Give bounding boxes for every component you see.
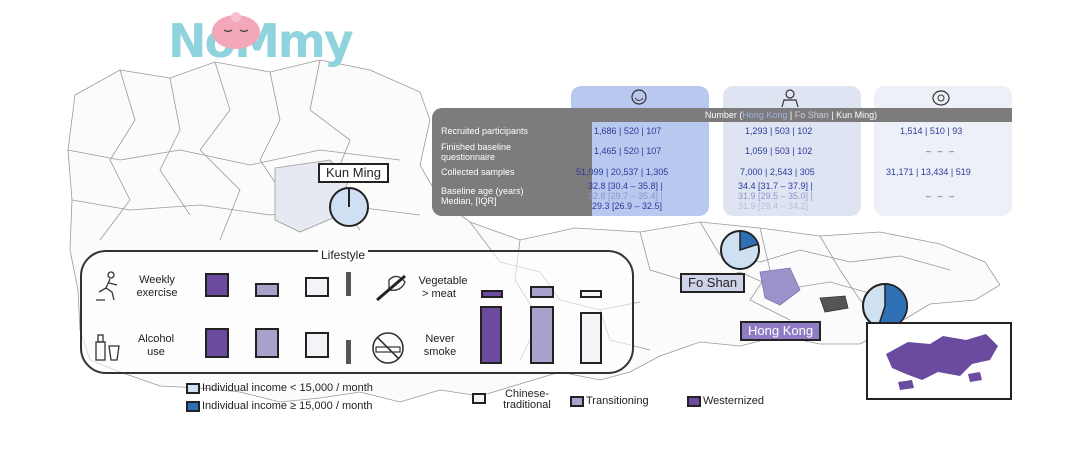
label-weekly: Weekly xyxy=(139,274,175,286)
header-km: Kun Ming xyxy=(836,110,875,120)
bar-vegetable-transitioning xyxy=(530,286,554,298)
row-label-recruited: Recruited participants xyxy=(441,126,529,136)
bar-never-westernized xyxy=(480,306,502,364)
swatch-income-high xyxy=(186,401,200,412)
swatch-transitioning xyxy=(570,396,584,407)
kun-ming-column xyxy=(874,86,1012,216)
fs-finished: 1,059 | 503 | 102 xyxy=(745,146,813,156)
foshan-income-pie xyxy=(720,230,760,270)
legend-traditional xyxy=(472,393,488,406)
bar-alcohol-transitioning xyxy=(255,328,279,358)
hk-age-1: 32.8 [30.4 – 35.8] | xyxy=(588,181,663,191)
vegetable-icon xyxy=(376,274,406,302)
city-label-hongkong: Hong Kong xyxy=(740,321,822,341)
legend-traditional-2: traditional xyxy=(503,399,551,411)
separator-bottom xyxy=(346,340,351,364)
label-never: Never xyxy=(425,333,455,345)
lifestyle-title: Lifestyle xyxy=(318,249,369,262)
fs-age-1: 34.4 [31.7 – 37.9] | xyxy=(738,181,813,191)
header-sep2: | xyxy=(828,110,837,120)
baby-face-icon xyxy=(212,12,260,49)
row-label-age-1: Baseline age (years) xyxy=(441,186,524,196)
swatch-income-low xyxy=(186,383,200,394)
hong-kong-inset-map xyxy=(866,322,1012,400)
swatch-westernized xyxy=(687,396,701,407)
label-vegetable: Vegetable xyxy=(418,275,468,287)
header-suffix: ) xyxy=(874,110,878,120)
baby-icon xyxy=(932,90,950,106)
hk-age-3: 29.3 [26.9 – 32.5] xyxy=(592,201,663,211)
no-smoking-icon xyxy=(372,332,404,364)
row-label-panel xyxy=(432,108,592,216)
fs-samples: 7,000 | 2,543 | 305 xyxy=(740,167,815,177)
legend-transitioning-text: Transitioning xyxy=(586,395,649,407)
bar-weekly-traditional xyxy=(305,277,329,297)
number-header: Number (Hong Kong | Fo Shan | Kun Ming) xyxy=(570,108,1012,122)
bar-alcohol-westernized xyxy=(205,328,229,358)
label-meat: > meat xyxy=(422,288,456,300)
bar-vegetable-westernized xyxy=(481,290,503,298)
hk-age-2: 32.8 [29.7 – 35.4] | xyxy=(588,191,663,201)
fo-shan-column xyxy=(723,86,861,216)
legend-income-high-text: Individual income ≥ 15,000 / month xyxy=(202,400,373,412)
km-age: – – – xyxy=(926,191,957,201)
separator-top xyxy=(346,272,351,296)
mother-icon xyxy=(631,89,647,105)
hong-kong-column xyxy=(571,86,709,216)
hk-finished: 1,465 | 520 | 107 xyxy=(594,146,662,156)
km-finished: – – – xyxy=(926,146,957,156)
label-exercise: exercise xyxy=(136,287,178,299)
km-samples: 31,171 | 13,434 | 519 xyxy=(886,167,971,177)
city-label-foshan: Fo Shan xyxy=(680,273,746,293)
nommy-logo: NoMmy xyxy=(168,8,378,70)
bar-never-transitioning xyxy=(530,306,554,364)
city-label-kunming: Kun Ming xyxy=(318,163,389,183)
bar-vegetable-traditional xyxy=(580,290,602,298)
exercise-icon xyxy=(96,271,118,301)
kunming-income-pie xyxy=(329,187,369,227)
bar-alcohol-traditional xyxy=(305,332,329,358)
bar-never-traditional xyxy=(580,312,602,364)
bar-weekly-westernized xyxy=(205,273,229,297)
legend-traditional-1: Chinese- xyxy=(504,388,550,400)
fs-age-2: 31.9 [29.5 – 35.0] | xyxy=(738,191,813,201)
legend-income-high: Individual income ≥ 15,000 / month xyxy=(186,400,373,412)
hk-samples: 51,099 | 20,537 | 1,305 xyxy=(576,167,669,177)
label-use: use xyxy=(147,346,165,358)
hongkong-income-pie xyxy=(862,283,908,329)
km-recruited: 1,514 | 510 | 93 xyxy=(900,126,963,136)
row-label-samples: Collected samples xyxy=(441,167,515,177)
label-smoke: smoke xyxy=(423,346,457,358)
legend-income-low-text: Individual income < 15,000 / month xyxy=(202,382,373,394)
alcohol-icon xyxy=(95,334,120,361)
hong-kong-shape xyxy=(886,334,998,390)
foshan-high-income-slice xyxy=(739,230,760,252)
hk-recruited: 1,686 | 520 | 107 xyxy=(594,126,662,136)
header-hk: Hong Kong xyxy=(742,110,788,120)
header-prefix: Number ( xyxy=(704,110,743,120)
swatch-traditional xyxy=(472,393,486,404)
fs-age-3: 31.9 [29.4 – 34.2] xyxy=(738,201,809,211)
logo-wordmark: NoMmy xyxy=(168,14,354,68)
legend-westernized: Westernized xyxy=(687,395,764,407)
header-fs: Fo Shan xyxy=(794,110,829,120)
fs-recruited: 1,293 | 503 | 102 xyxy=(745,126,813,136)
row-label-finished-1: Finished baseline xyxy=(441,142,512,152)
bar-weekly-transitioning xyxy=(255,283,279,297)
person-icon xyxy=(781,89,799,108)
legend-westernized-text: Westernized xyxy=(703,395,764,407)
row-label-age-2: Median, [IQR] xyxy=(441,196,497,206)
row-label-finished-2: questionnaire xyxy=(441,152,496,162)
label-alcohol: Alcohol xyxy=(137,333,175,345)
legend-income-low: Individual income < 15,000 / month xyxy=(186,382,373,394)
legend-transitioning: Transitioning xyxy=(570,395,649,407)
header-sep1: | xyxy=(787,110,795,120)
